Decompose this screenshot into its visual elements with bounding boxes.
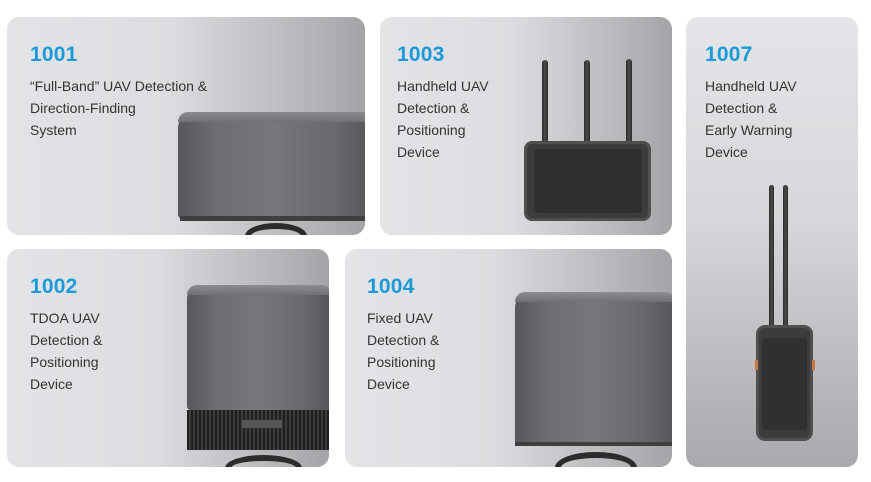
product-card-1001[interactable]: 1001 “Full-Band” UAV Detection & Directi…	[7, 17, 365, 235]
antenna-icon	[783, 185, 788, 328]
product-code: 1007	[705, 43, 753, 66]
product-code: 1002	[30, 275, 78, 298]
tdoa-device-image	[187, 285, 329, 467]
antenna-icon	[769, 185, 774, 328]
product-card-1007[interactable]: 1007 Handheld UAV Detection & Early Warn…	[686, 17, 858, 467]
product-card-1004[interactable]: 1004 Fixed UAV Detection & Positioning D…	[345, 249, 672, 467]
product-description: Handheld UAV Detection & Early Warning D…	[705, 78, 797, 160]
product-code: 1003	[397, 43, 445, 66]
fixed-device-image	[515, 292, 672, 467]
antenna-icon	[584, 60, 590, 143]
antenna-icon	[626, 59, 632, 143]
tablet-device-image	[523, 57, 659, 225]
product-code: 1004	[367, 275, 415, 298]
handheld-device-image	[751, 185, 821, 455]
product-card-1002[interactable]: 1002 TDOA UAV Detection & Positioning De…	[7, 249, 329, 467]
product-description: TDOA UAV Detection & Positioning Device	[30, 310, 103, 392]
antenna-icon	[542, 60, 548, 143]
product-description: Fixed UAV Detection & Positioning Device	[367, 310, 440, 392]
product-description: Handheld UAV Detection & Positioning Dev…	[397, 78, 489, 160]
product-description: “Full-Band” UAV Detection & Direction-Fi…	[30, 78, 208, 138]
product-card-1003[interactable]: 1003 Handheld UAV Detection & Positionin…	[380, 17, 672, 235]
product-code: 1001	[30, 43, 78, 66]
dome-detector-image	[170, 112, 365, 235]
